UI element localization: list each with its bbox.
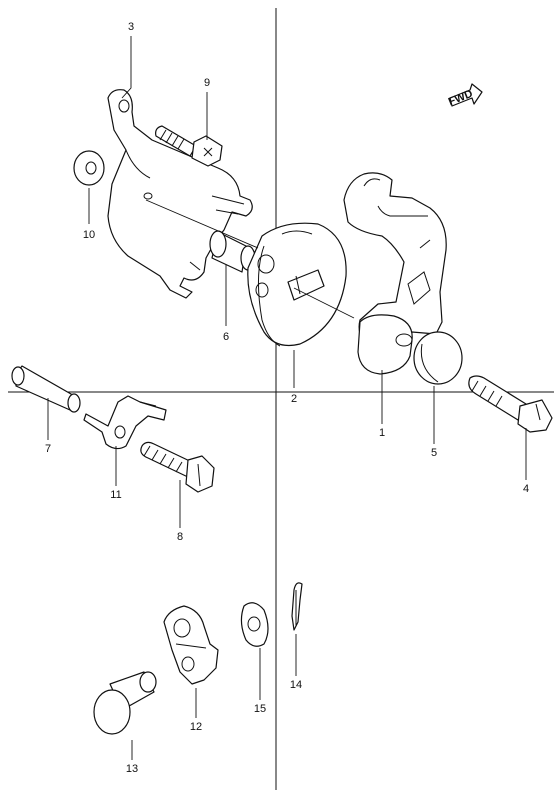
part-15-washer [240, 602, 269, 647]
part-12-clevis [163, 605, 219, 685]
callout-7: 7 [45, 443, 51, 455]
part-7-pin [11, 365, 81, 413]
part-13-clevis-pin [93, 671, 157, 735]
part-1-lever [343, 172, 447, 375]
part-2-damper [247, 222, 347, 347]
part-3-bracket [107, 89, 253, 299]
callout-5: 5 [431, 447, 437, 459]
callout-12: 12 [190, 721, 202, 733]
callout-4: 4 [523, 483, 529, 495]
callout-14: 14 [290, 679, 302, 691]
callout-8: 8 [177, 531, 183, 543]
part-10-washer [73, 150, 105, 186]
callout-9: 9 [204, 77, 210, 89]
callout-10: 10 [83, 229, 95, 241]
part-5-washer [413, 331, 463, 385]
part-11-bracket [83, 395, 167, 450]
callout-15: 15 [254, 703, 266, 715]
callout-3: 3 [128, 21, 134, 33]
callout-2: 2 [291, 393, 297, 405]
fwd-arrow-icon: FWD [447, 83, 483, 109]
part-4-bolt [468, 375, 553, 433]
callout-6: 6 [223, 331, 229, 343]
fwd-label: FWD [447, 88, 475, 109]
part-9-bolt [155, 125, 223, 167]
callout-1: 1 [379, 427, 385, 439]
callout-13: 13 [126, 763, 138, 775]
part-14-cotter-pin [291, 582, 303, 631]
part-8-bolt [140, 441, 215, 493]
leader-lines [47, 36, 527, 760]
callout-11: 11 [110, 489, 121, 501]
